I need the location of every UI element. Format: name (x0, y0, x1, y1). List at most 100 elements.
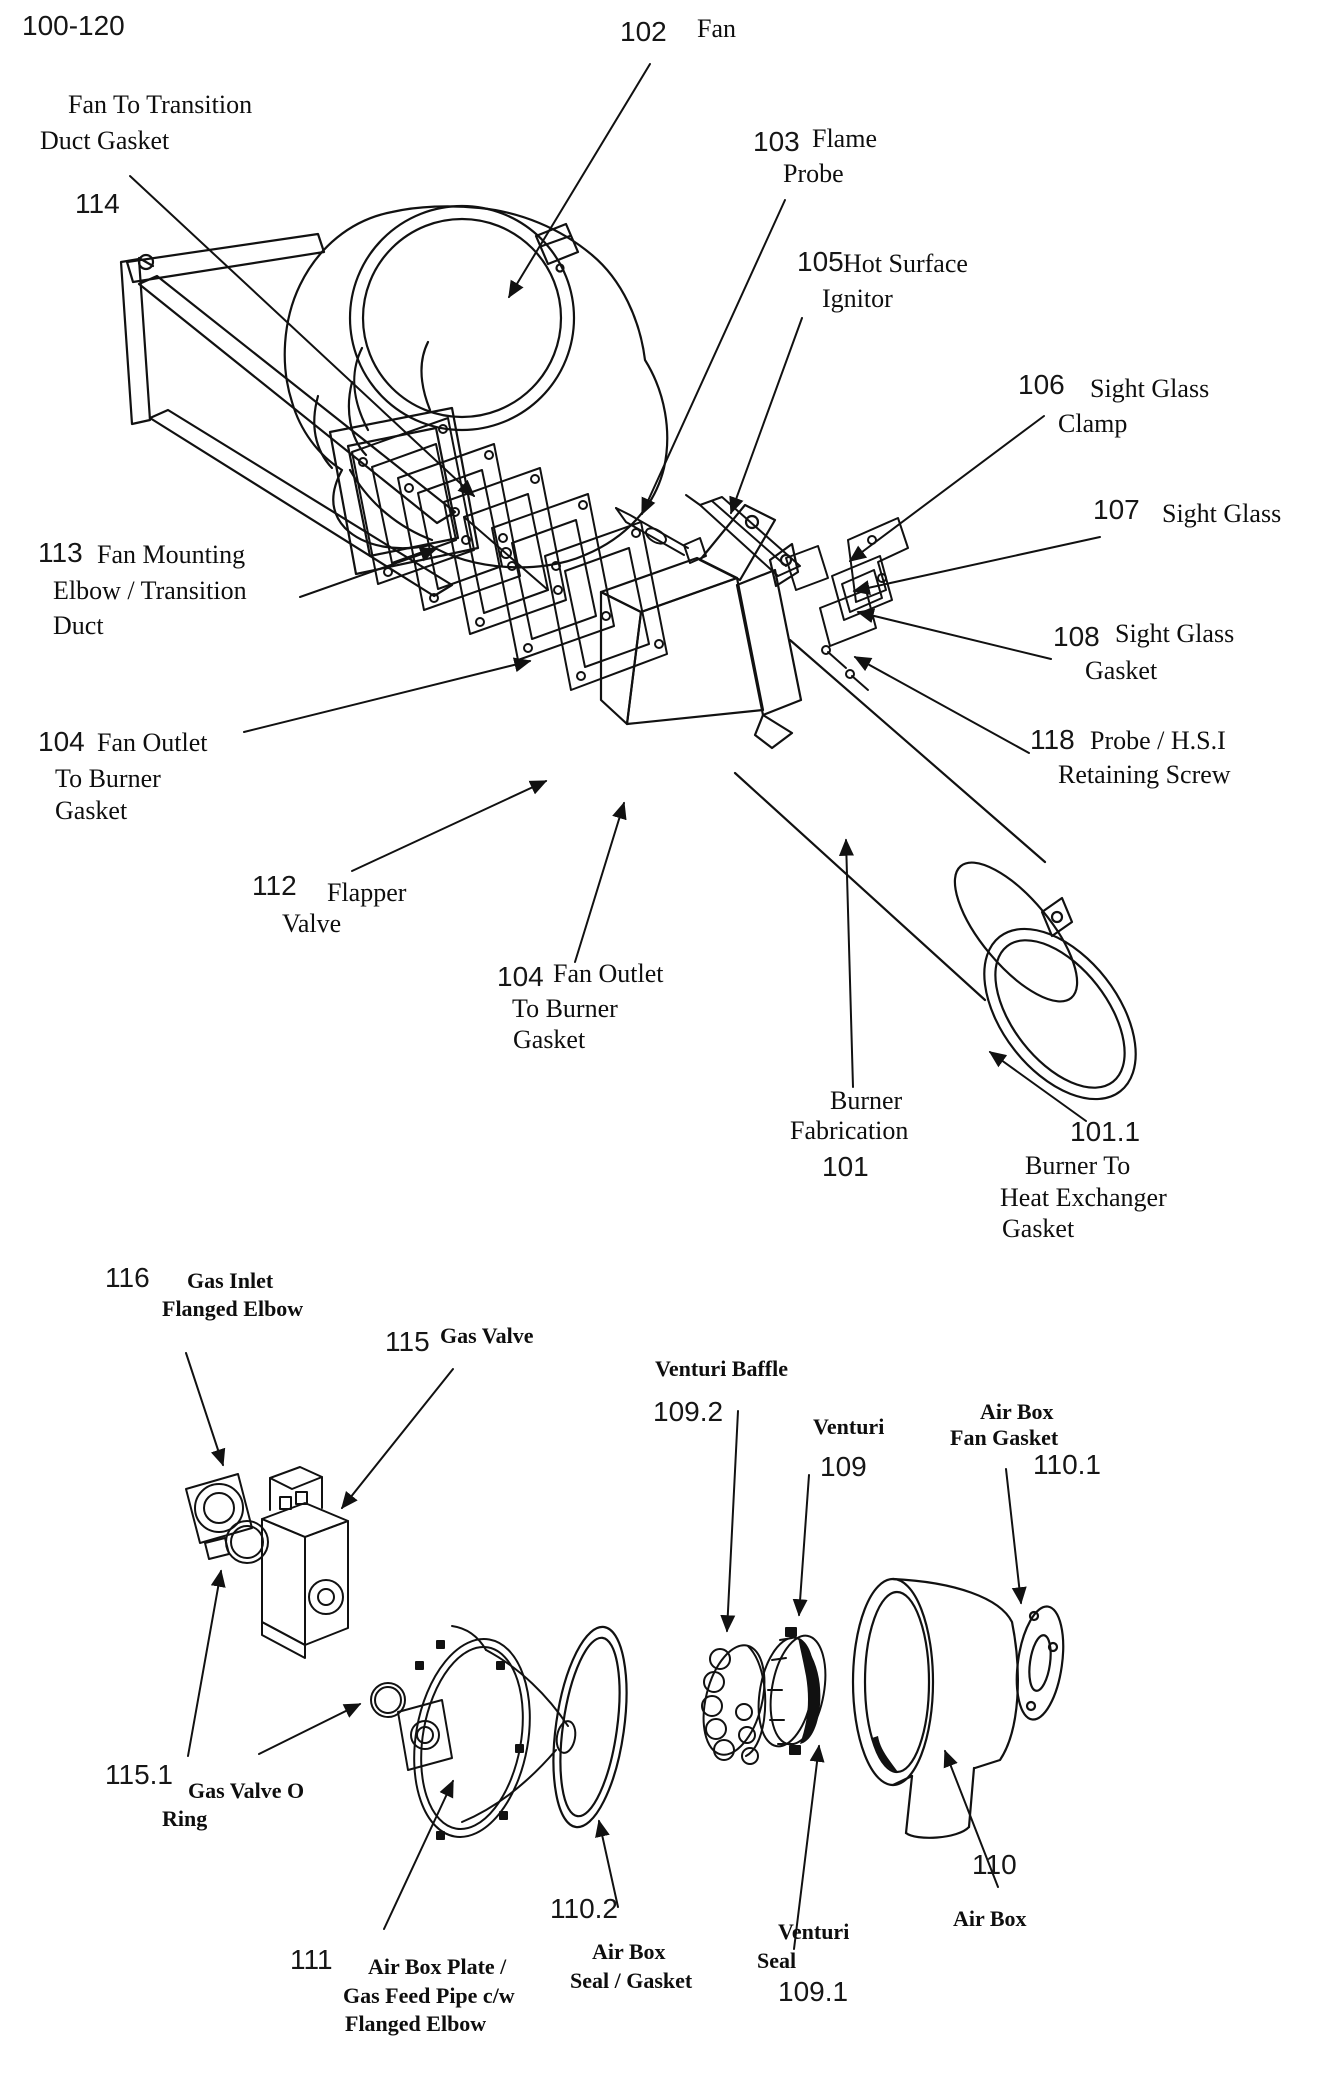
part-number-110-2: 110.2 (550, 1893, 618, 1924)
part-number-115-1: 115.1 (105, 1759, 173, 1790)
part-number-102: 102 (620, 16, 667, 47)
part-name-113-line-1: Elbow / Transition (53, 576, 247, 605)
leader-109-1 (793, 1744, 825, 1950)
part-number-109-1: 109.1 (778, 1976, 849, 2007)
part-name-110-2-line-1: Seal / Gasket (570, 1968, 693, 1993)
leader-113 (299, 547, 438, 598)
part-name-113-line-0: Fan Mounting (97, 540, 246, 569)
leader-107 (852, 536, 1101, 595)
part-name-106-line-0: Sight Glass (1090, 374, 1210, 403)
part-name-115: Gas Valve (440, 1323, 534, 1348)
part-name-112-line-1: Valve (282, 909, 342, 938)
part-number-112: 112 (252, 870, 297, 901)
part-number-116: 116 (105, 1262, 150, 1293)
part-name-115-1-line-1: Ring (162, 1806, 208, 1831)
leader-115-1b (258, 1703, 362, 1755)
part-number-108: 108 (1053, 621, 1100, 652)
air-box-drawing (851, 1577, 1065, 1839)
part-name-111-line-2: Flanged Elbow (345, 2011, 487, 2036)
part-number-103: 103 (753, 126, 800, 157)
part-number-111: 111 (290, 1944, 333, 1975)
leader-101-1 (988, 1051, 1087, 1122)
part-name-116-line-1: Flanged Elbow (162, 1296, 304, 1321)
part-number-114: 114 (75, 188, 120, 219)
part-number-110-1: 110.1 (1033, 1449, 1101, 1480)
part-name-118-line-0: Probe / H.S.I (1090, 726, 1226, 755)
part-name-108-line-0: Sight Glass (1115, 619, 1235, 648)
leader-115-1a (187, 1569, 226, 1757)
part-name-116-line-0: Gas Inlet (187, 1268, 274, 1293)
part-name-104a-line-1: To Burner (55, 764, 161, 793)
part-number-109-2: 109.2 (653, 1396, 724, 1427)
part-name-109: Venturi (813, 1414, 885, 1439)
part-name-101-line-0: Burner (830, 1086, 903, 1115)
part-name-105-line-0: Hot Surface (843, 249, 968, 278)
leader-114 (129, 175, 476, 498)
part-number-107: 107 (1093, 494, 1140, 525)
leader-109 (792, 1474, 810, 1617)
part-name-101-1-line-0: Burner To (1025, 1151, 1131, 1180)
part-name-112-line-0: Flapper (327, 878, 407, 907)
part-name-118-line-1: Retaining Screw (1058, 760, 1231, 789)
part-name-110: Air Box (953, 1906, 1027, 1931)
leader-lines (129, 63, 1101, 1950)
part-number-109: 109 (820, 1451, 867, 1482)
leader-115 (341, 1368, 454, 1510)
part-name-101-line-1: Fabrication (790, 1116, 909, 1145)
leader-112 (351, 780, 548, 872)
part-name-103-line-0: Flame (812, 124, 877, 153)
part-number-104a: 104 (38, 726, 85, 757)
seal-ring-drawing (552, 1625, 628, 1829)
part-name-111-line-0: Air Box Plate / (368, 1954, 507, 1979)
part-number-105: 105 (797, 246, 844, 277)
part-name-104b-line-2: Gasket (513, 1025, 586, 1054)
part-name-103-line-1: Probe (783, 159, 844, 188)
fan-drawing (283, 204, 669, 569)
part-name-109-2: Venturi Baffle (655, 1356, 789, 1381)
leader-102 (508, 63, 651, 299)
part-name-104a-line-2: Gasket (55, 796, 128, 825)
leader-104b (574, 801, 627, 963)
part-name-105-line-1: Ignitor (822, 284, 893, 313)
part-name-113-line-2: Duct (53, 611, 104, 640)
part-name-104b-line-1: To Burner (512, 994, 618, 1023)
part-name-110-1-line-0: Air Box (980, 1399, 1054, 1424)
part-number-110: 110 (972, 1849, 1017, 1880)
leader-106 (848, 415, 1045, 562)
part-number-106: 106 (1018, 369, 1065, 400)
leader-108 (856, 608, 1052, 660)
part-name-104b-line-0: Fan Outlet (553, 959, 664, 988)
sight-glass-assembly-drawing (819, 517, 909, 691)
figure-reference: 100-120 (22, 10, 125, 41)
part-name-104a-line-0: Fan Outlet (97, 728, 208, 757)
burner-drawing (599, 503, 1137, 1101)
part-name-109-1-line-0: Venturi (778, 1919, 850, 1944)
leader-110-1 (1005, 1468, 1027, 1605)
leader-116 (185, 1352, 226, 1467)
part-number-101-1: 101.1 (1070, 1116, 1141, 1147)
leader-101 (838, 838, 854, 1088)
part-number-104b: 104 (497, 961, 544, 992)
leader-104a (243, 657, 532, 733)
part-name-109-1-line-1: Seal (757, 1948, 797, 1973)
leader-110-2 (595, 1819, 619, 1908)
gas-train-drawing (185, 1466, 406, 1718)
part-name-111-line-1: Gas Feed Pipe c/w (343, 1983, 515, 2008)
part-name-102: Fan (697, 14, 736, 43)
part-name-106-line-1: Clamp (1058, 409, 1128, 438)
probe-ignitor-drawing (615, 494, 829, 591)
part-number-101: 101 (822, 1151, 869, 1182)
leader-118 (853, 656, 1030, 754)
part-name-114-line-0: Fan To Transition (68, 90, 253, 119)
part-name-107-line-0: Sight Glass (1162, 499, 1282, 528)
part-name-101-1-line-1: Heat Exchanger (1000, 1183, 1167, 1212)
venturi-group-drawing (701, 1627, 827, 1765)
air-box-plate-drawing (397, 1625, 577, 1840)
leader-105 (729, 317, 803, 515)
part-name-114-line-1: Duct Gasket (40, 126, 170, 155)
part-name-110-2-line-0: Air Box (592, 1939, 666, 1964)
part-number-113: 113 (38, 537, 83, 568)
part-name-110-1-line-1: Fan Gasket (950, 1425, 1059, 1450)
